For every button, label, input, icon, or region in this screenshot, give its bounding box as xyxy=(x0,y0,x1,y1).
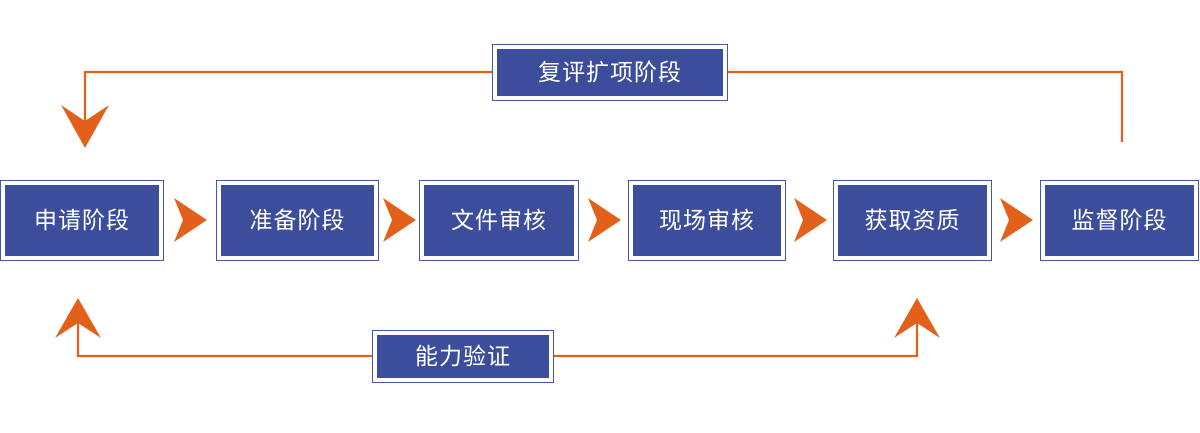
node-obtain-qualification[interactable]: 获取资质 xyxy=(833,180,992,261)
node-label: 能力验证 xyxy=(415,343,511,369)
chevron-right-icon-4 xyxy=(794,198,827,242)
arrowhead-up-right-icon xyxy=(894,298,940,338)
node-fill: 复评扩项阶段 xyxy=(497,49,723,96)
chevron-right-icon-2 xyxy=(383,198,416,242)
chevron-right-icon-3 xyxy=(588,198,621,242)
node-label: 获取资质 xyxy=(864,207,961,233)
node-document-review[interactable]: 文件审核 xyxy=(419,180,579,261)
node-fill: 获取资质 xyxy=(838,185,987,256)
node-fill: 现场审核 xyxy=(633,185,781,256)
node-label: 现场审核 xyxy=(659,207,755,233)
node-label: 复评扩项阶段 xyxy=(538,59,682,85)
node-fill: 准备阶段 xyxy=(221,185,374,256)
connector-feedback-top-left xyxy=(61,70,492,148)
arrowhead-down-icon xyxy=(61,105,109,148)
connector-feedback-top-right xyxy=(728,70,1124,142)
chevron-right-icon-5 xyxy=(1000,198,1033,242)
connector-feedback-bottom-right xyxy=(554,298,940,358)
node-onsite-review[interactable]: 现场审核 xyxy=(628,180,786,261)
node-proficiency-testing[interactable]: 能力验证 xyxy=(372,330,554,383)
node-fill: 监督阶段 xyxy=(1045,185,1194,256)
connector-feedback-bottom-left xyxy=(55,298,372,358)
node-label: 申请阶段 xyxy=(34,207,130,233)
chevron-right-icon-1 xyxy=(174,198,207,242)
node-label: 准备阶段 xyxy=(249,207,346,233)
node-review-expansion-stage[interactable]: 复评扩项阶段 xyxy=(492,44,728,101)
node-application-stage[interactable]: 申请阶段 xyxy=(0,180,164,261)
node-supervision-stage[interactable]: 监督阶段 xyxy=(1040,180,1199,261)
node-fill: 能力验证 xyxy=(377,335,549,378)
node-fill: 申请阶段 xyxy=(5,185,159,256)
arrowhead-up-left-icon xyxy=(55,298,101,338)
node-preparation-stage[interactable]: 准备阶段 xyxy=(216,180,379,261)
node-label: 监督阶段 xyxy=(1071,207,1168,233)
node-label: 文件审核 xyxy=(451,207,547,233)
node-fill: 文件审核 xyxy=(424,185,574,256)
